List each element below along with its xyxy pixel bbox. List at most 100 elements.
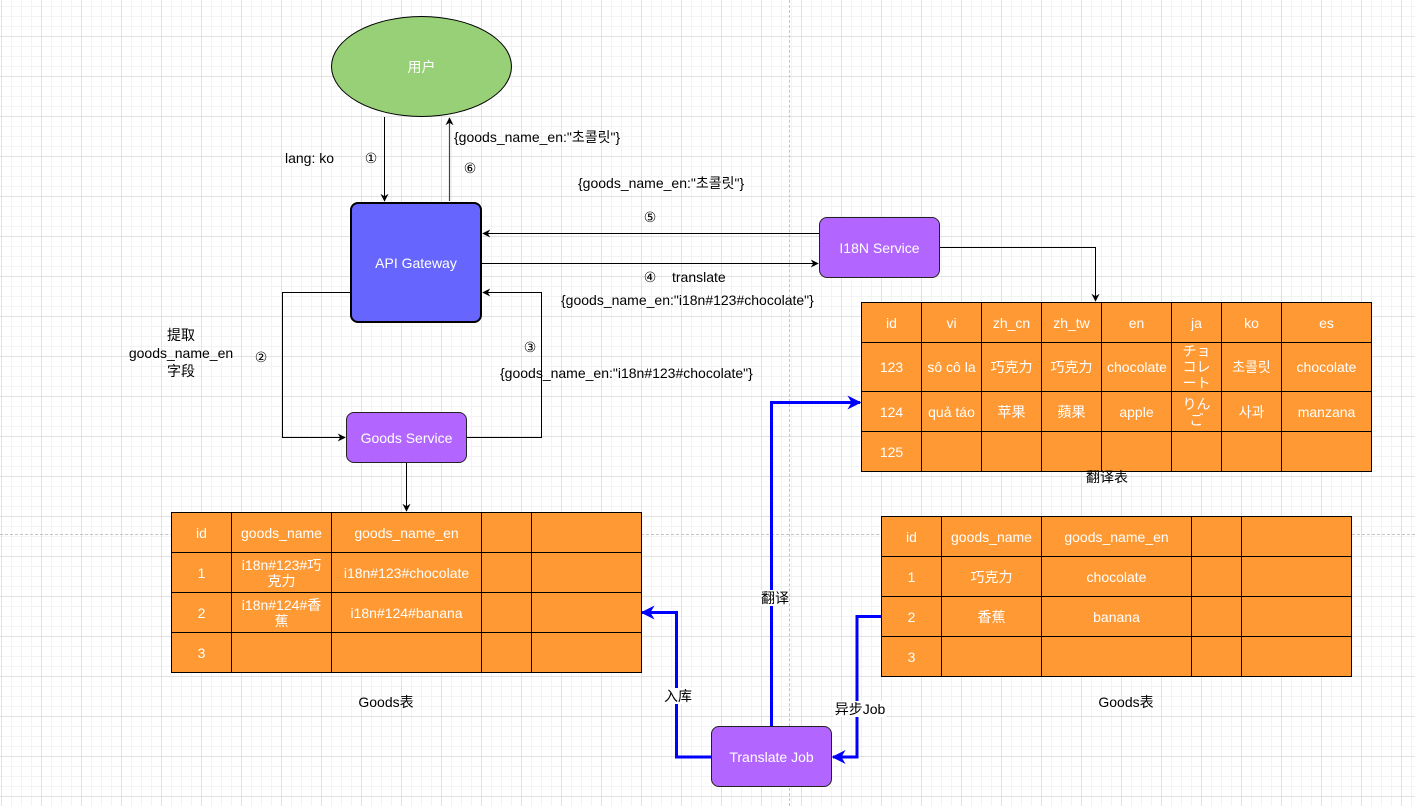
cell-en: apple [1101,391,1172,432]
cell-empty [1241,596,1352,637]
column-header-empty [531,512,642,553]
cell-id: 1 [881,556,942,597]
cell-vi [921,431,982,472]
edge-3-label: {goods_name_en:"i18n#123#chocolate"} [500,365,753,381]
edge-store-label: 入库 [664,688,692,704]
edge-2-label-line: goods_name_en [128,345,234,361]
cell-goods-name [231,632,332,673]
translate-job-node[interactable]: Translate Job [711,726,832,787]
step-4-marker: ④ [643,269,657,285]
table-row: 125 [861,431,1372,472]
cell-zh-cn: 巧克力 [981,342,1042,392]
cell-ko: 초콜릿 [1221,342,1282,392]
cell-id: 2 [881,596,942,637]
cell-empty [1191,596,1242,637]
cell-es: chocolate [1281,342,1372,392]
cell-zh-tw [1041,431,1102,472]
cell-en: chocolate [1101,342,1172,392]
api-gateway-node[interactable]: API Gateway [350,202,482,323]
i18n-service-label: I18N Service [839,239,920,256]
cell-goods-name: 巧克力 [941,556,1042,597]
cell-id: 125 [861,431,922,472]
cell-vi: quả táo [921,391,982,432]
cell-empty [1241,556,1352,597]
cell-goods-name [941,636,1042,677]
cell-zh-tw: 巧克力 [1041,342,1102,392]
edge-translate-job-to-goods-table [640,605,711,759]
column-header-goods-name-en: goods_name_en [331,512,482,553]
goods-service-node[interactable]: Goods Service [346,412,467,463]
cell-ja [1171,431,1222,472]
cell-id: 3 [881,636,942,677]
cell-goods-name-en: i18n#123#chocolate [331,552,482,593]
edge-goods-service-to-gateway [467,288,542,438]
column-header-zh-tw: zh_tw [1041,302,1102,343]
page-break-horizontal [0,534,1415,535]
cell-es [1281,431,1372,472]
edge-gateway-to-goods-service [282,292,350,442]
column-header-empty [1191,516,1242,557]
column-header-id: id [171,512,232,553]
edge-translate-label: 翻译 [761,590,789,606]
cell-ja: りんご [1171,391,1222,432]
cell-empty [481,632,532,673]
cell-empty [481,552,532,593]
cell-id: 2 [171,592,232,633]
cell-id: 1 [171,552,232,593]
edge-goods-source-to-translate-job [831,615,881,764]
translation-table-caption: 翻译表 [1086,469,1128,485]
i18n-service-node[interactable]: I18N Service [819,217,940,278]
user-node[interactable]: 用户 [331,16,512,117]
step-3-marker: ③ [523,339,537,355]
column-header-id: id [861,302,922,343]
step-5-marker: ⑤ [643,209,657,225]
translate-job-label: Translate Job [729,748,814,765]
cell-goods-name-en [1041,636,1192,677]
edge-i18n-service-to-translation-table [940,247,1100,302]
column-header-id: id [881,516,942,557]
column-header-es: es [1281,302,1372,343]
cell-empty [1241,636,1352,677]
cell-ko: 사과 [1221,391,1282,432]
edge-6-label: {goods_name_en:"초콜릿"} [454,129,621,145]
cell-empty [531,632,642,673]
step-1-marker: ① [364,150,378,166]
cell-empty [1191,636,1242,677]
cell-id: 124 [861,391,922,432]
edge-4-label: translate [672,269,726,285]
cell-ko [1221,431,1282,472]
cell-empty [1191,556,1242,597]
cell-es: manzana [1281,391,1372,432]
cell-zh-tw: 蘋果 [1041,391,1102,432]
column-header-ja: ja [1171,302,1222,343]
cell-goods-name-en: banana [1041,596,1192,637]
cell-id: 3 [171,632,232,673]
step-2-marker: ② [254,349,268,365]
user-node-label: 用户 [407,58,436,75]
edge-2-label-line: 提取 [167,327,195,343]
table-row: 3 [171,632,642,673]
cell-en [1101,431,1172,472]
cell-goods-name-en [331,632,482,673]
table-row: 3 [881,636,1352,677]
edge-translate-job-to-translation-table [770,395,862,726]
edge-5-label: {goods_name_en:"초콜릿"} [578,175,745,191]
goods-table-source-caption: Goods表 [1098,694,1154,710]
cell-goods-name: 香蕉 [941,596,1042,637]
cell-goods-name: i18n#123#巧克力 [231,552,332,593]
cell-vi: sô cô la [921,342,982,392]
edge-2-label: 提取 goods_name_en 字段 [111,326,251,380]
cell-ja: チョコレート [1171,342,1222,392]
column-header-vi: vi [921,302,982,343]
column-header-en: en [1101,302,1172,343]
cell-goods-name-en: chocolate [1041,556,1192,597]
